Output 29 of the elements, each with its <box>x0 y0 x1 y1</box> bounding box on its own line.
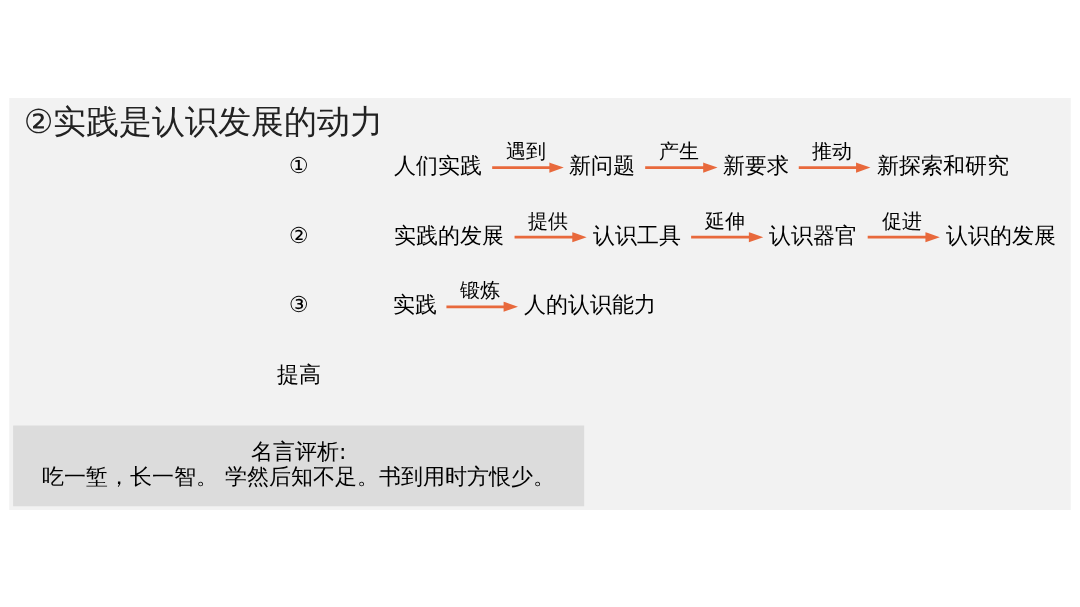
arrow <box>514 231 587 242</box>
label: ① <box>288 151 309 178</box>
node-text: 人们实践 <box>393 151 482 178</box>
arrow <box>645 162 718 173</box>
arrow <box>492 162 564 173</box>
edge-label: 促进 <box>881 209 922 233</box>
label: 提高 <box>276 360 321 387</box>
edge-label: 遇到 <box>505 139 546 163</box>
arrow <box>867 231 940 242</box>
node-text: 实践的发展 <box>393 221 504 248</box>
node-text: 认识的发展 <box>946 221 1057 248</box>
node-text: 新问题 <box>569 151 636 178</box>
label: ② <box>288 221 309 248</box>
label: ③ <box>288 290 309 317</box>
edge-label: 延伸 <box>705 209 746 233</box>
edge-label: 推动 <box>812 139 853 163</box>
edge-label: 提供 <box>528 209 569 233</box>
node-text: 实践 <box>392 290 437 317</box>
node-text: 认识器官 <box>769 221 858 248</box>
arrow <box>446 301 518 312</box>
arrow <box>691 231 764 242</box>
edge-label: 产生 <box>659 139 700 163</box>
node-text: 认识工具 <box>592 221 681 248</box>
node-text: 新探索和研究 <box>876 151 1009 178</box>
node-text: 人的认识能力 <box>524 290 657 317</box>
edge-label: 锻炼 <box>460 278 501 302</box>
diagram-title: ②实践是认识发展的动力 <box>23 101 384 141</box>
arrow <box>798 162 871 173</box>
node-text: 新要求 <box>722 151 789 178</box>
